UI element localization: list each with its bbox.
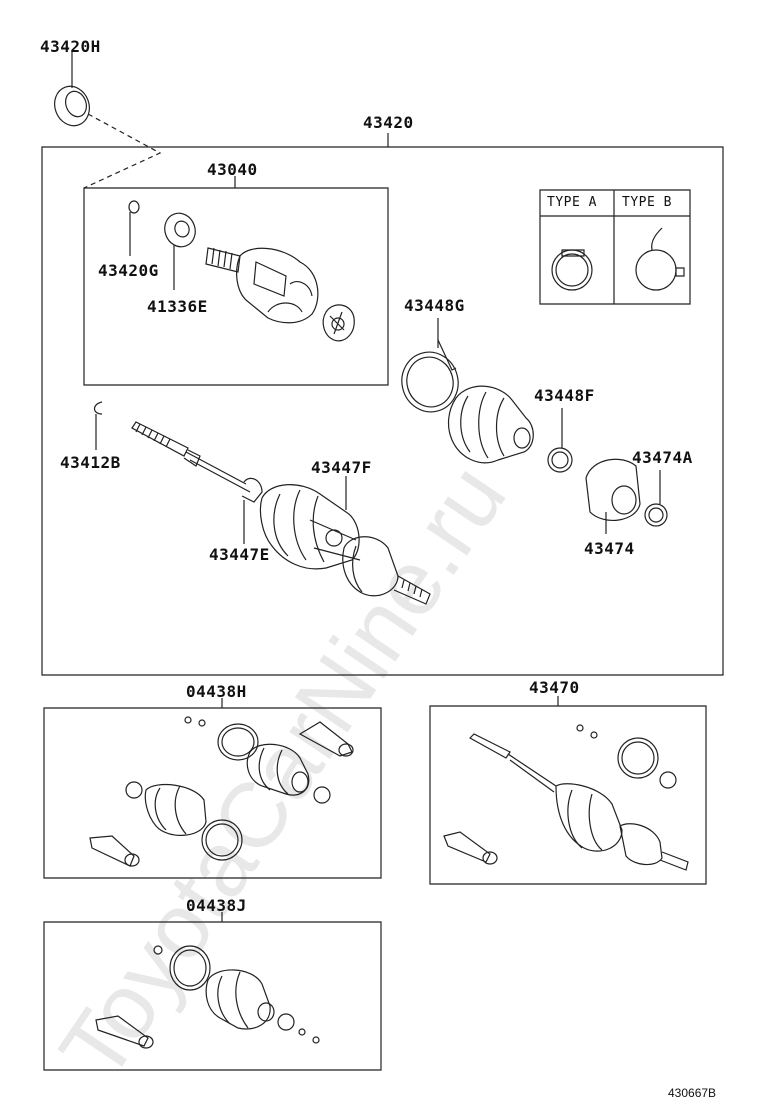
label-43447F: 43447F (311, 458, 372, 477)
kit-04438H-frame (44, 708, 381, 878)
outer-cv-joint (343, 537, 430, 604)
clamp-43448G (395, 318, 465, 418)
label-43420G: 43420G (98, 261, 159, 280)
label-04438J: 04438J (186, 896, 247, 915)
label-43420: 43420 (363, 113, 414, 132)
label-43040: 43040 (207, 160, 258, 179)
boot-lower (260, 485, 360, 569)
label-04438H: 04438H (186, 682, 247, 701)
boot-upper (449, 386, 534, 463)
shaft-43470-parts (444, 725, 688, 870)
label-43448G: 43448G (404, 296, 465, 315)
main-assembly-frame (42, 147, 723, 675)
label-43447E: 43447E (209, 545, 270, 564)
inner-joint-frame (84, 188, 388, 385)
label-43448F: 43448F (534, 386, 595, 405)
label-43420H: 43420H (40, 37, 101, 56)
shaft-43470-frame (430, 706, 706, 884)
damper-43474 (586, 459, 640, 534)
label-type-b: TYPE B (622, 195, 672, 210)
label-type-a: TYPE A (547, 195, 597, 210)
label-43474A: 43474A (632, 448, 693, 467)
snap-ring-43412B (95, 402, 103, 414)
type-box (540, 190, 690, 304)
kit-04438J-parts (96, 946, 319, 1048)
clamp-43448F (548, 408, 572, 472)
ring-43420G (129, 201, 139, 213)
seal-43420H-drawing (49, 52, 95, 131)
kit-04438J-frame (44, 922, 381, 1070)
drive-shaft (132, 422, 262, 502)
washer-41336E (160, 209, 200, 290)
label-43412B: 43412B (60, 453, 121, 472)
clamp-43474A (645, 470, 667, 526)
label-43470: 43470 (529, 678, 580, 697)
dashed-leader (84, 114, 160, 188)
label-41336E: 41336E (147, 297, 208, 316)
tripod-joint (206, 248, 318, 323)
diagram-reference-code: 430667B (668, 1086, 717, 1100)
spider-assembly (323, 305, 354, 341)
label-43474: 43474 (584, 539, 635, 558)
kit-04438H-parts (90, 717, 353, 866)
